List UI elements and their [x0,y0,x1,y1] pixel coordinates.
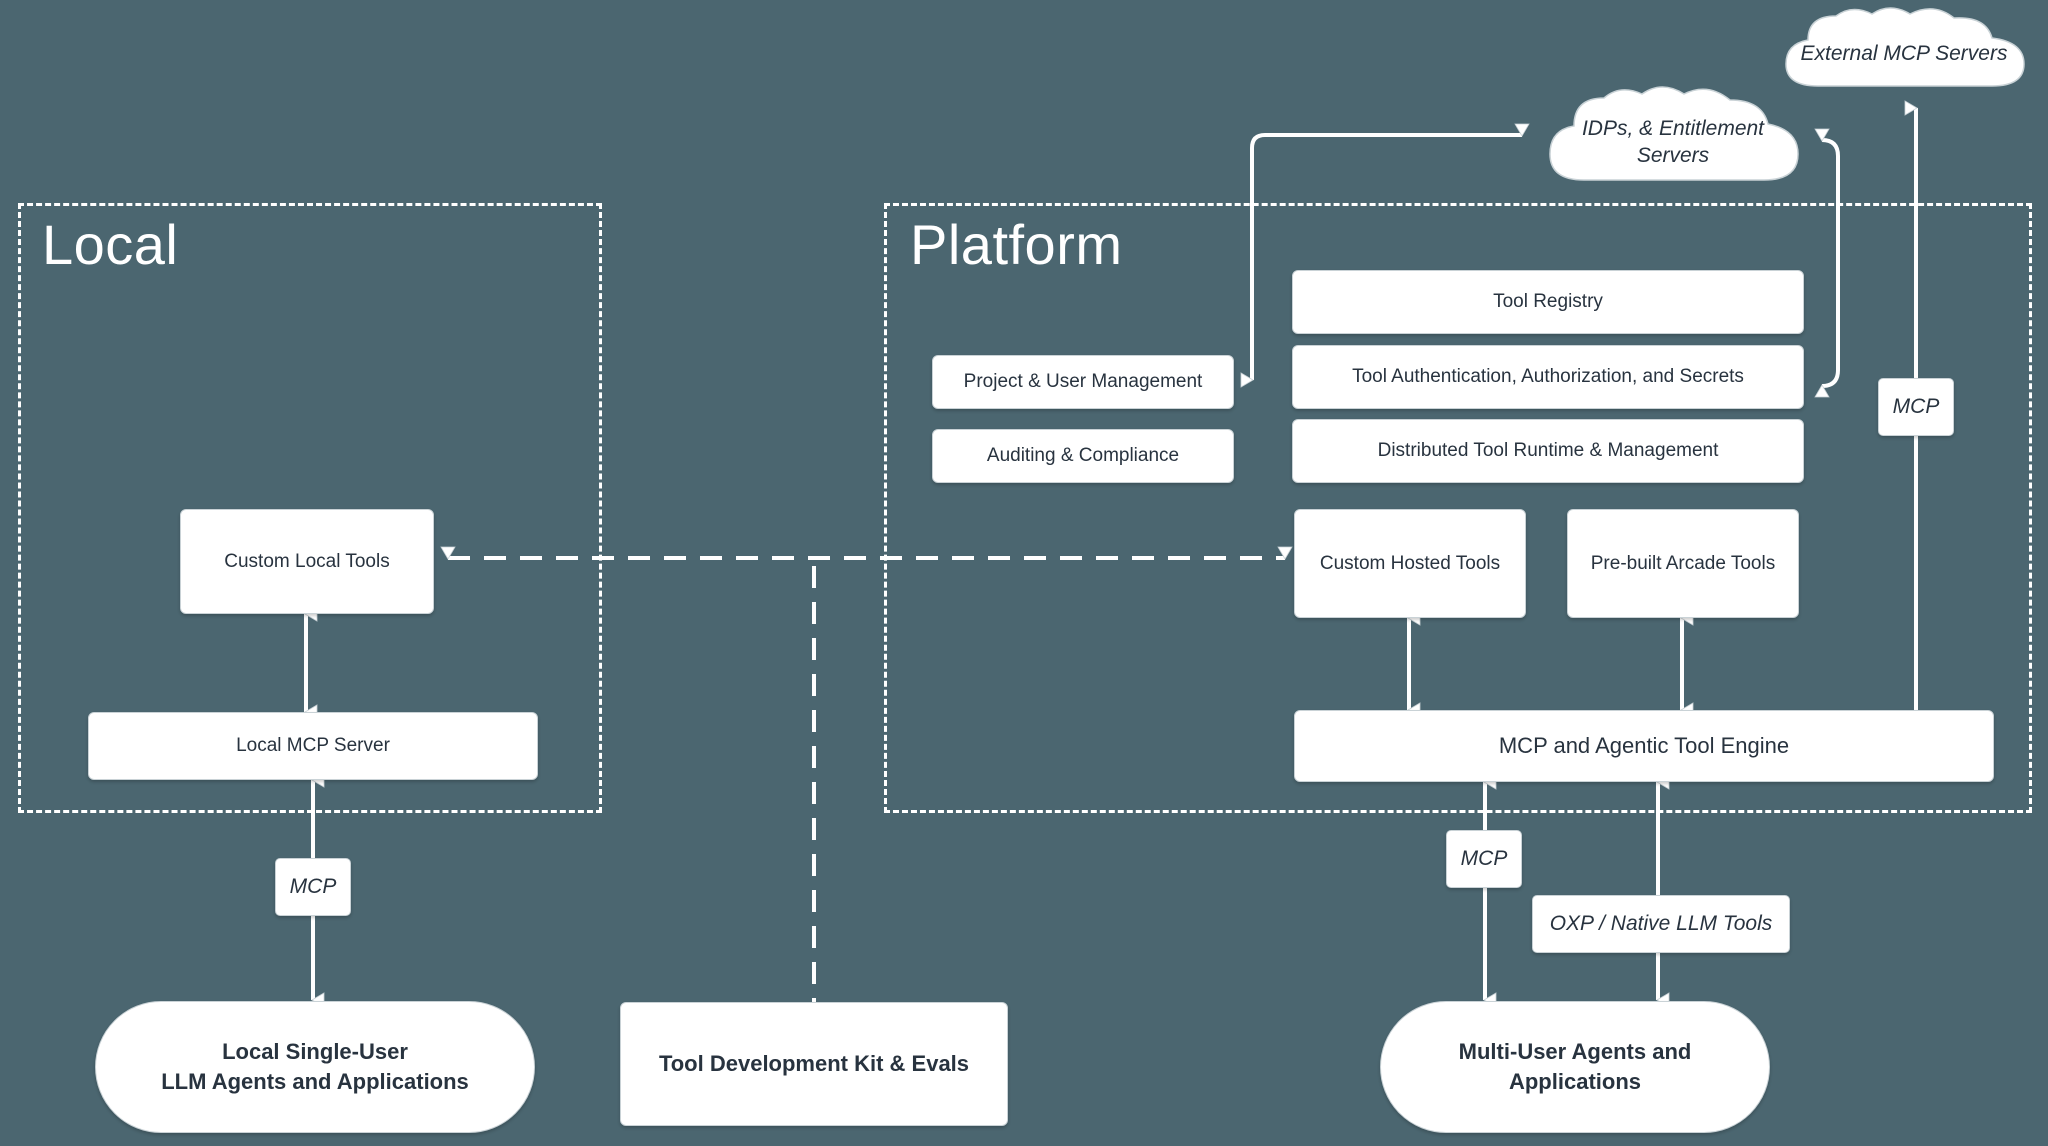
multi-user-line1: Multi-User Agents and [1458,1039,1692,1065]
edge-label-oxp-native-llm-tools: OXP / Native LLM Tools [1532,895,1790,953]
edge-label-mcp-external: MCP [1878,378,1954,436]
cloud-idps-label: IDPs, & Entitlement Servers [1556,115,1790,170]
node-prebuilt-arcade-tools[interactable]: Pre-built Arcade Tools [1567,509,1799,618]
node-local-single-user-agents[interactable]: Local Single-User LLM Agents and Applica… [95,1001,535,1133]
node-custom-hosted-tools[interactable]: Custom Hosted Tools [1294,509,1526,618]
local-agents-line2: LLM Agents and Applications [161,1069,469,1094]
zone-local-title: Local [42,213,179,276]
node-multi-user-agents[interactable]: Multi-User Agents and Applications [1380,1001,1770,1133]
node-multi-user-agents-text: Multi-User Agents and Applications [1459,1037,1692,1096]
cloud-idps-label-line2: Servers [1636,144,1710,167]
node-local-mcp-server[interactable]: Local MCP Server [88,712,538,780]
node-local-agents-text: Local Single-User LLM Agents and Applica… [161,1037,469,1096]
cloud-external-mcp-servers[interactable]: External MCP Servers [1774,6,2034,102]
multi-user-line2: Applications [1508,1069,1641,1094]
edge-label-mcp-platform: MCP [1446,830,1522,888]
node-custom-local-tools[interactable]: Custom Local Tools [180,509,434,614]
node-tool-authentication[interactable]: Tool Authentication, Authorization, and … [1292,345,1804,409]
cloud-external-mcp-label: External MCP Servers [1800,42,2008,66]
node-tool-development-kit[interactable]: Tool Development Kit & Evals [620,1002,1008,1126]
edge-label-mcp-local: MCP [275,858,351,916]
node-distributed-tool-runtime[interactable]: Distributed Tool Runtime & Management [1292,419,1804,483]
node-mcp-agentic-tool-engine[interactable]: MCP and Agentic Tool Engine [1294,710,1994,782]
cloud-shape [1785,7,2025,87]
node-auditing-compliance[interactable]: Auditing & Compliance [932,429,1234,483]
cloud-idps-entitlement-servers[interactable]: IDPs, & Entitlement Servers [1538,86,1808,198]
cloud-idps-label-line1: IDPs, & Entitlement [1581,116,1765,140]
zone-local [18,203,602,813]
cloud-shape [1549,86,1799,181]
node-tool-registry[interactable]: Tool Registry [1292,270,1804,334]
zone-platform [884,203,2032,813]
local-agents-line1: Local Single-User [222,1039,408,1065]
node-project-user-management[interactable]: Project & User Management [932,355,1234,409]
zone-platform-title: Platform [910,213,1123,276]
